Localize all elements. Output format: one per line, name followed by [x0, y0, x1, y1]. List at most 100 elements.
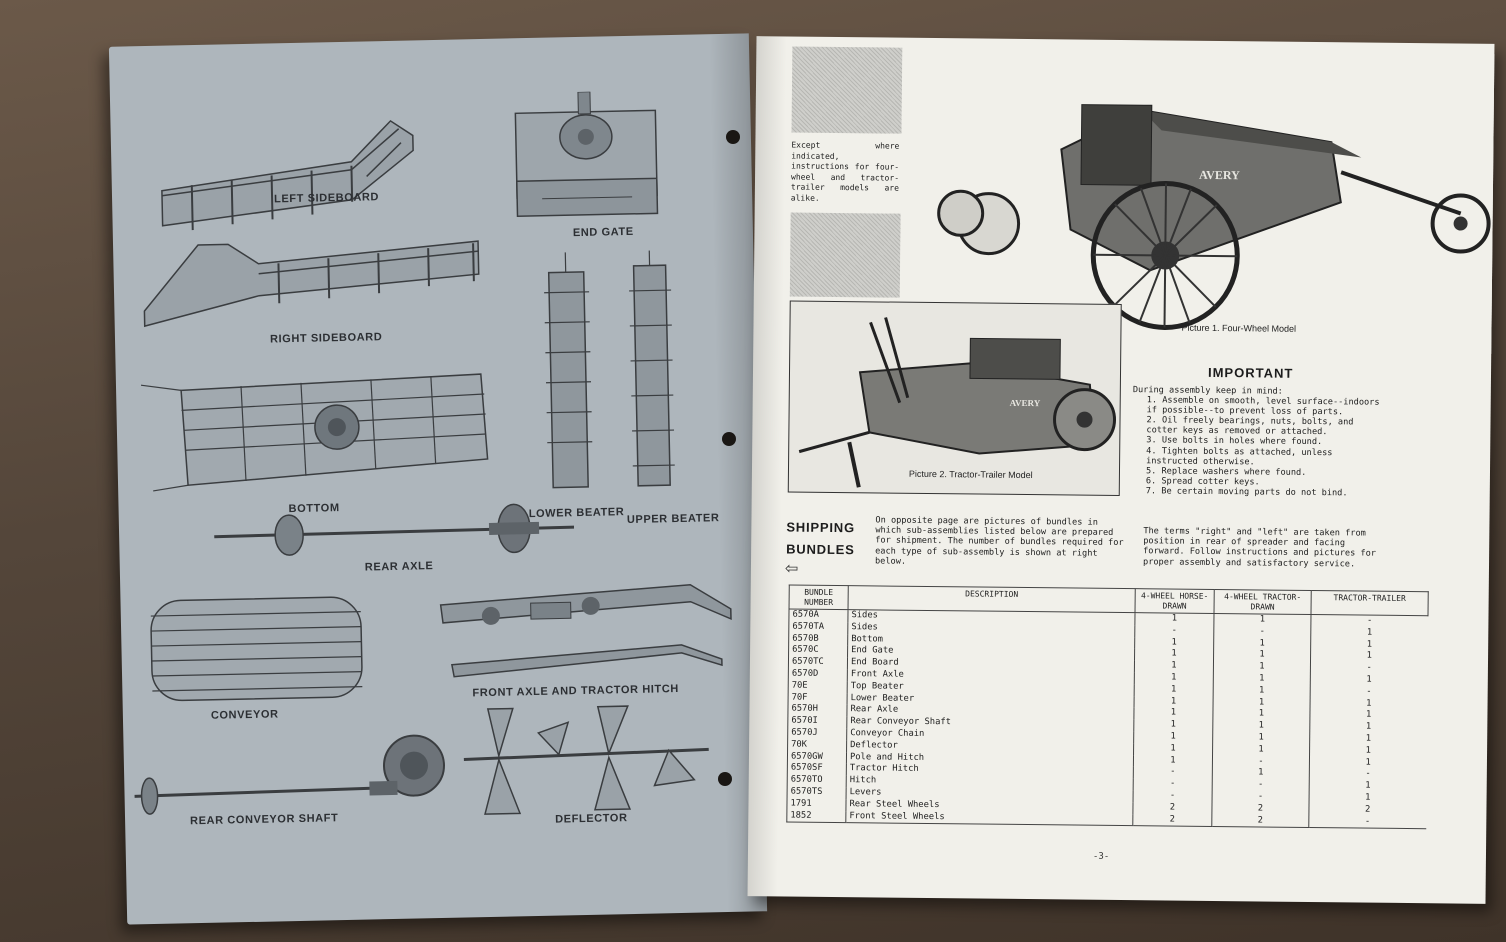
table-cell: 6570H [787, 703, 848, 717]
table-cell: 1 [1133, 719, 1213, 732]
end-gate-label: END GATE [572, 225, 634, 240]
table-cell: 2 [1132, 813, 1212, 827]
table-cell: 6570TO [787, 774, 847, 788]
table-cell: 1 [1134, 636, 1214, 650]
upper-beater-label: UPPER BEATER [626, 512, 720, 527]
table-cell: 6570TC [788, 656, 848, 670]
table-cell: 6570TA [788, 621, 848, 634]
table-cell: 1 [1134, 672, 1214, 685]
instruction-note: Except where indicated, instructions for… [790, 140, 900, 203]
table-cell: 6570D [788, 668, 848, 681]
conveyor-drawing [150, 596, 363, 702]
table-cell: 1 [1213, 649, 1311, 663]
right-sideboard-label: RIGHT SIDEBOARD [269, 331, 383, 346]
table-cell: 1 [1133, 731, 1213, 744]
picture-2-caption: Picture 2. Tractor-Trailer Model [908, 468, 1033, 481]
table-cell: 1 [1212, 743, 1310, 757]
front-axle-drawing [439, 583, 732, 678]
table-cell: 1852 [786, 810, 846, 823]
four-wheel-spreader-illustration: AVERY [937, 104, 1491, 330]
table-cell: 1791 [786, 798, 847, 811]
table-cell: 70K [787, 739, 847, 752]
table-cell: 1 [1134, 648, 1214, 662]
table-cell: 70E [788, 680, 848, 693]
binding-hole [726, 130, 740, 144]
table-cell: - [1308, 815, 1426, 830]
important-item: 2. Oil freely bearings, nuts, bolts, and… [1146, 415, 1354, 438]
table-cell: - [1134, 624, 1214, 638]
table-cell: - [1133, 790, 1213, 803]
table-cell: - [1133, 766, 1213, 780]
bottom-drawing [140, 373, 489, 492]
column-header: 4-WHEEL TRACTOR-DRAWN [1214, 589, 1312, 615]
table-cell: 1 [1134, 612, 1215, 626]
gray-block [789, 212, 901, 298]
important-item: 4. Tighten bolts as attached, unless ins… [1146, 445, 1333, 468]
rear-axle-drawing [214, 503, 575, 556]
right-page: Except where indicated, instructions for… [747, 36, 1495, 904]
table-cell: - [1212, 779, 1310, 792]
table-cell: 1 [1134, 695, 1214, 709]
table-cell: 6570B [788, 633, 848, 646]
table-cell: 2 [1132, 801, 1213, 815]
picture-1-caption: Picture 1. Four-Wheel Model [1181, 322, 1297, 334]
table-cell: 6570TS [787, 786, 847, 799]
table-cell: 1 [1213, 684, 1311, 698]
table-cell: 6570C [788, 644, 848, 658]
right-sideboard-drawing [143, 240, 480, 328]
picture-2: AVERY Picture 2. Tractor-Trailer Model [787, 300, 1122, 496]
table-cell: 1 [1213, 672, 1311, 686]
table-cell: - [1133, 778, 1213, 791]
column-header: BUNDLE NUMBER [789, 585, 849, 610]
table-cell: 2 [1211, 802, 1310, 816]
conveyor-label: CONVEYOR [210, 708, 279, 722]
table-cell: 1 [1133, 707, 1214, 721]
shipping-bundles-heading: SHIPPING BUNDLES [786, 516, 855, 561]
rear-axle-label: REAR AXLE [364, 560, 434, 574]
important-heading: IMPORTANT [1207, 364, 1294, 381]
table-cell: 1 [1213, 637, 1311, 651]
table-cell: 6570GW [787, 751, 847, 764]
table-cell: 1 [1213, 696, 1311, 710]
front-axle-label: FRONT AXLE AND TRACTOR HITCH [472, 683, 680, 700]
end-gate-drawing [514, 91, 659, 218]
important-item: 7. Be certain moving parts do not bind. [1145, 486, 1348, 499]
table-cell: 1 [1133, 742, 1213, 756]
shipping-text: On opposite page are pictures of bundles… [874, 515, 1124, 567]
column-header: DESCRIPTION [848, 585, 1136, 613]
rear-conveyor-shaft-drawing [134, 734, 445, 815]
deflector-label: DEFLECTOR [555, 812, 628, 826]
table-cell: 1 [1213, 661, 1311, 674]
left-arrow-icon: ⇦ [784, 560, 799, 578]
page-number: -3- [1092, 851, 1110, 862]
table-cell: 1 [1212, 767, 1310, 781]
table-cell: Front Steel Wheels [845, 810, 1133, 826]
important-item: 1. Assemble on smooth, level surface--in… [1146, 395, 1380, 418]
bundle-table: BUNDLE NUMBER DESCRIPTION 4-WHEEL HORSE-… [786, 585, 1429, 830]
table-cell: 70F [788, 692, 848, 705]
table-cell: 2 [1211, 814, 1309, 828]
gray-block [791, 46, 903, 134]
table-cell: - [1212, 790, 1310, 804]
brand-name: AVERY [1199, 168, 1240, 182]
table-cell: 1 [1134, 683, 1214, 697]
left-sideboard-label: LEFT SIDEBOARD [273, 191, 380, 206]
brand-name: AVERY [1010, 398, 1041, 408]
table-cell: 6570J [787, 727, 847, 740]
table-cell: 1 [1134, 660, 1214, 673]
table-cell: 6570I [787, 715, 847, 729]
left-sideboard-drawing [161, 119, 414, 231]
column-header: 4-WHEEL HORSE-DRAWN [1135, 588, 1215, 614]
table-cell: 1 [1212, 731, 1310, 745]
table-cell: 6570A [788, 609, 849, 622]
beaters-drawing [544, 250, 675, 489]
left-page: LEFT SIDEBOARD END GATE RIGHT SIDEBOARD [108, 33, 768, 925]
important-list: During assembly keep in mind: 1. Assembl… [1132, 385, 1383, 499]
tractor-trailer-spreader-illustration: AVERY [798, 317, 1117, 488]
binding-hole [718, 772, 732, 786]
binding-hole [722, 432, 736, 446]
deflector-drawing [463, 705, 709, 815]
shipping-heading-line: SHIPPING [786, 519, 855, 536]
